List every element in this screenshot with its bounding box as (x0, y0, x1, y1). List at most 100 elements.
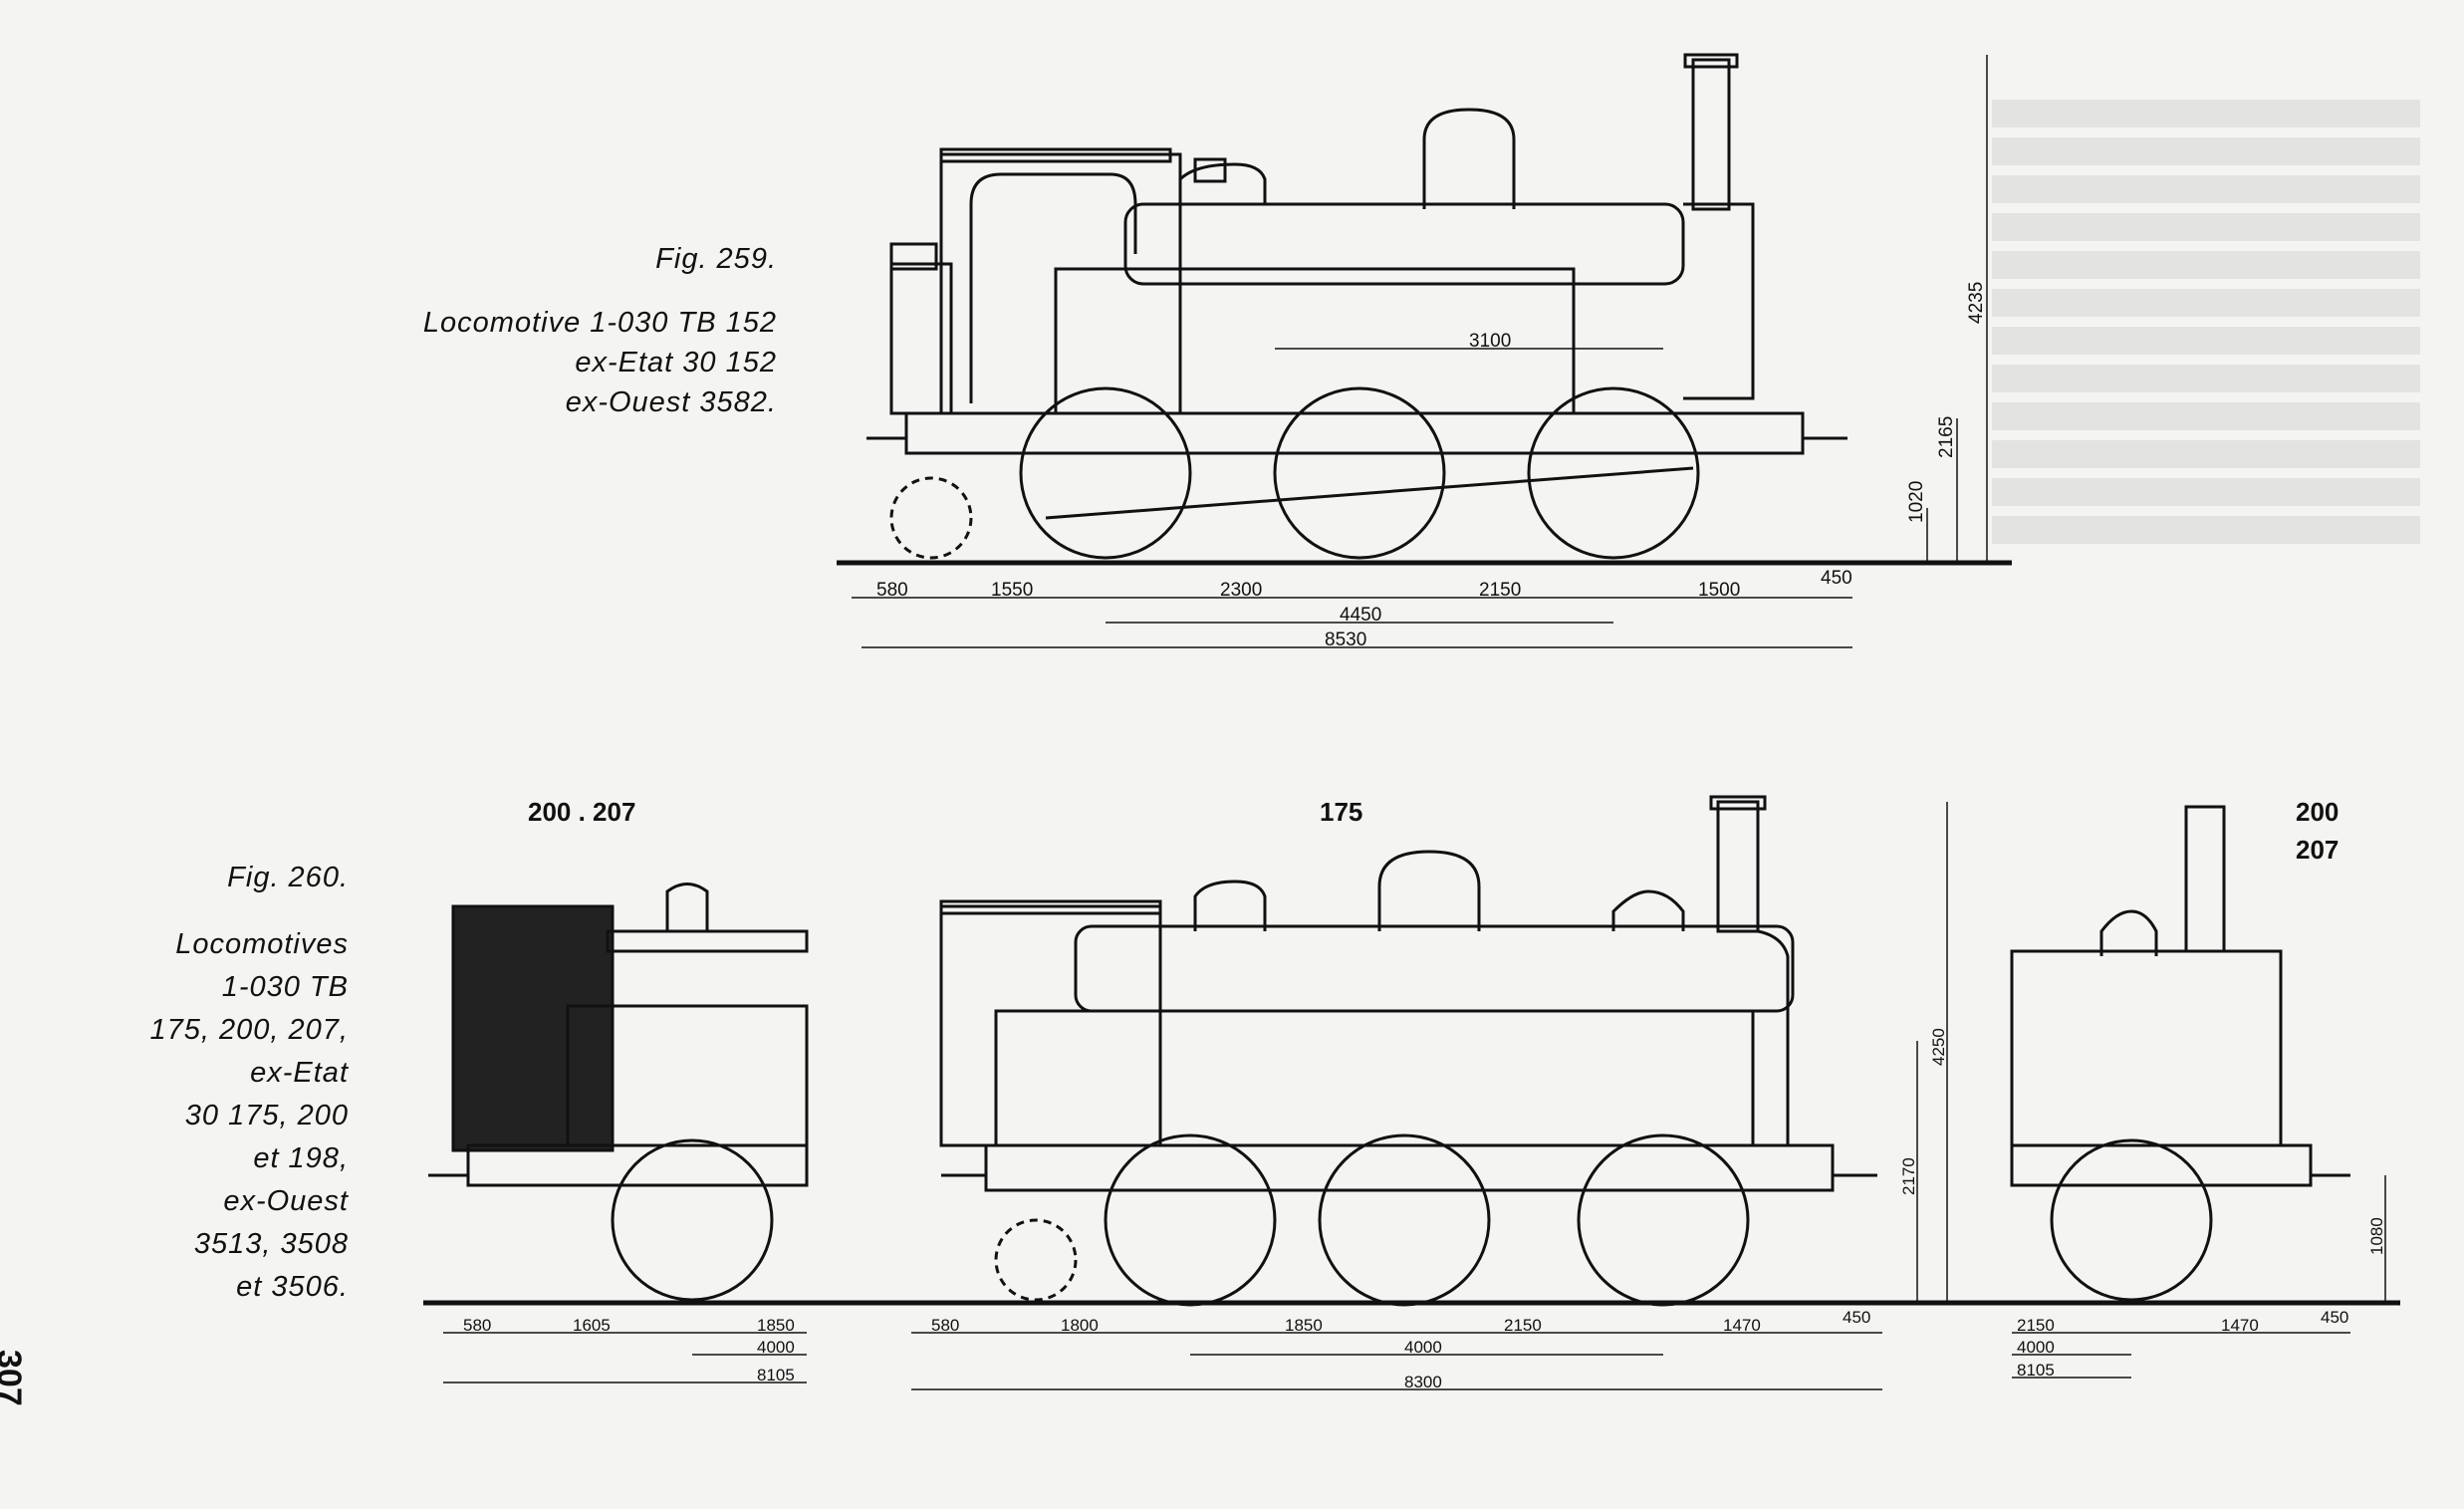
fig260-right-chimney (2184, 805, 2226, 953)
fig259-wheel-1 (1019, 386, 1192, 560)
fig259-label: Fig. 259. (655, 243, 777, 275)
fig260-height-1080: 1080 (2367, 1217, 2386, 1255)
fig259-height-4235: 4235 (1966, 282, 1987, 324)
fig260-right-valve (2099, 909, 2158, 956)
fig260-left-dim-1605: 1605 (573, 1316, 611, 1335)
fig259-wheel-3 (1527, 386, 1700, 560)
fig259-wheel-2 (1273, 386, 1446, 560)
fig260-line-4: ex-Etat (250, 1057, 349, 1089)
fig260-line-1: Locomotives (175, 928, 349, 960)
fig260-line-6: et 198, (253, 1142, 349, 1174)
fig259-dim-wheelbase: 4450 (1340, 605, 1381, 626)
fig259-caption: Fig. 259. Locomotive 1-030 TB 152 ex-Eta… (299, 239, 777, 422)
fig260-center-tank (994, 1009, 1755, 1147)
fig260-center-boiler (1074, 924, 1795, 1013)
fig260-center-whistle (1611, 889, 1685, 931)
fig260-height-2170: 2170 (1899, 1157, 1918, 1195)
fig260-left-view (428, 882, 809, 1302)
fig260-right-dim-450: 450 (2321, 1308, 2348, 1327)
fig260-right-view (2010, 805, 2350, 1302)
fig259-cab-roof (939, 147, 1172, 163)
fig259-chimney (1691, 58, 1731, 211)
fig259-dim-1550: 1550 (991, 580, 1033, 601)
fig259-smokebox (1683, 202, 1755, 400)
fig260-label: Fig. 260. (227, 862, 349, 893)
fig260-line-2: 1-030 TB (221, 971, 349, 1003)
fig260-center-dim-580: 580 (931, 1316, 959, 1335)
fig260-center-cab (939, 904, 1162, 1147)
fig259-dim-450: 450 (1821, 568, 1852, 589)
variant-label-right-207: 207 (2296, 835, 2340, 865)
fig260-line-7: ex-Ouest (223, 1185, 349, 1217)
fig260-line-9: et 3506. (236, 1271, 349, 1303)
fig260-center-cab-roof (939, 899, 1162, 915)
fig259-cab-opening (969, 172, 1137, 403)
bleed-through-text (1992, 90, 2420, 1414)
fig260-center-valve (1193, 880, 1267, 931)
fig260-center-dim-2150: 2150 (1504, 1316, 1542, 1335)
fig260-line-5: 30 175, 200 (184, 1100, 349, 1132)
fig259-dim-2300: 2300 (1220, 580, 1262, 601)
fig260-center-dim-1470: 1470 (1723, 1316, 1761, 1335)
fig259-dim-2150: 2150 (1479, 580, 1521, 601)
fig260-line-8: 3513, 3508 (193, 1228, 349, 1260)
fig260-right-body (2010, 949, 2283, 1147)
fig260-right-dim-4000: 4000 (2017, 1338, 2055, 1357)
fig260-center-view (939, 795, 1877, 1307)
fig259-line-1: Locomotive 1-030 TB 152 (422, 307, 777, 339)
fig260-right-dim-8105: 8105 (2017, 1361, 2055, 1380)
fig260-center-dim-4000: 4000 (1404, 1338, 1442, 1357)
fig260-line-3: 175, 200, 207, (149, 1014, 349, 1046)
fig260-center-smokebox (1757, 929, 1790, 1145)
fig260-left-dim-4000: 4000 (757, 1338, 795, 1357)
fig259-safety-valve (1178, 162, 1267, 204)
variant-label-right-200: 200 (2296, 797, 2340, 827)
fig259-valve-cap (1193, 157, 1227, 183)
fig260-center-chimney-cap (1709, 795, 1767, 811)
variant-label-175: 175 (1320, 797, 1363, 827)
fig260-center-chimney (1716, 800, 1760, 933)
fig260-center-trailing-wheel (994, 1218, 1078, 1302)
fig260-left-cab (451, 904, 615, 1152)
fig260-left-tank (566, 1004, 809, 1147)
fig260-left-boiler-top (606, 929, 809, 953)
fig260-left-dim-1850: 1850 (757, 1316, 795, 1335)
fig259-bunker-top (889, 242, 938, 271)
fig260-center-dim-1850: 1850 (1285, 1316, 1323, 1335)
fig260-left-dim-580: 580 (463, 1316, 491, 1335)
fig260-center-wheel-1 (1104, 1133, 1277, 1307)
fig260-center-wheel-3 (1577, 1133, 1750, 1307)
fig260-height-4250: 4250 (1929, 1028, 1948, 1066)
fig260-center-dim-8300: 8300 (1404, 1373, 1442, 1391)
fig260-right-frame (2010, 1143, 2313, 1187)
fig260-right-dim-1470: 1470 (2221, 1316, 2259, 1335)
fig259-cab (939, 152, 1182, 415)
fig260-center-wheel-2 (1318, 1133, 1491, 1307)
variant-label-200-207: 200 . 207 (528, 797, 636, 827)
fig259-dim-total: 8530 (1325, 629, 1366, 650)
fig259-dim-1500: 1500 (1698, 580, 1740, 601)
fig259-steam-dome (1422, 108, 1516, 209)
fig259-bunker (889, 262, 953, 415)
fig259-side-tank (1054, 267, 1576, 415)
fig260-left-dim-8105: 8105 (757, 1366, 795, 1384)
fig259-trailing-wheel (889, 476, 973, 560)
fig259-dim-580: 580 (876, 580, 908, 601)
fig260-left-wheel (611, 1138, 774, 1302)
fig260-right-dim-2150: 2150 (2017, 1316, 2055, 1335)
fig259-line-3: ex-Ouest 3582. (565, 386, 777, 418)
fig259-chimney-cap (1683, 53, 1739, 69)
fig260-center-frame (984, 1143, 1835, 1192)
fig259-coupling-rod (1045, 466, 1694, 520)
fig259-height-2165: 2165 (1936, 416, 1957, 458)
fig260-right-wheel (2050, 1138, 2213, 1302)
fig259-boiler (1123, 202, 1685, 286)
fig260-left-valve (665, 882, 709, 931)
fig260-center-dim-450: 450 (1843, 1308, 1870, 1327)
fig260-caption: Fig. 260. Locomotives 1-030 TB 175, 200,… (120, 857, 349, 1309)
fig259-line-2: ex-Etat 30 152 (575, 347, 777, 378)
fig260-center-dim-1800: 1800 (1061, 1316, 1099, 1335)
